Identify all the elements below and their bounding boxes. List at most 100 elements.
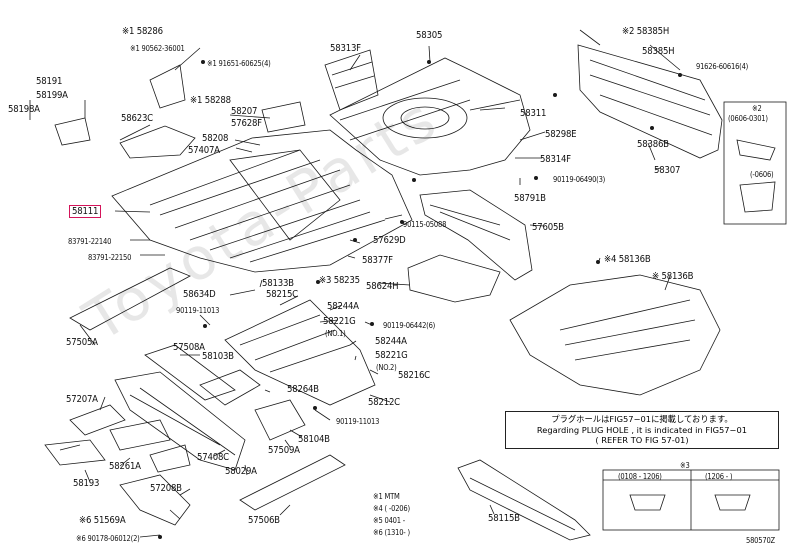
label-58104B[interactable]: 58104B bbox=[298, 434, 330, 445]
label-57408C[interactable]: 57408C bbox=[197, 452, 229, 463]
label-58199A[interactable]: 58199A bbox=[36, 90, 68, 101]
label-90115[interactable]: 90115-05088 bbox=[403, 220, 447, 229]
label-58208[interactable]: 58208 bbox=[202, 133, 229, 144]
figure-code: 580570Z bbox=[746, 536, 775, 545]
label-58386B[interactable]: 58386B bbox=[637, 139, 669, 150]
rail-57509A bbox=[254, 399, 306, 441]
label-58103B[interactable]: 58103B bbox=[202, 351, 234, 362]
floor-pan-outline bbox=[111, 129, 413, 273]
legend-mtm: ※1 MTM bbox=[373, 492, 400, 501]
label-91651[interactable]: ※1 91651-60625(4) bbox=[207, 59, 271, 68]
label-58212C[interactable]: 58212C bbox=[368, 397, 400, 408]
label-58624H[interactable]: 58624H bbox=[366, 281, 399, 292]
label-58261A[interactable]: 58261A bbox=[109, 461, 141, 472]
bracket-57208B bbox=[119, 474, 191, 526]
legend-6: ※6 (1310- ) bbox=[373, 528, 410, 537]
label-58191[interactable]: 58191 bbox=[36, 76, 63, 87]
spare-tire-well bbox=[382, 97, 468, 139]
label-58298E[interactable]: 58298E bbox=[545, 129, 577, 140]
label-57605B[interactable]: 57605B bbox=[532, 222, 564, 233]
label-58385H-a[interactable]: ※2 58385H bbox=[622, 26, 670, 37]
label-90562[interactable]: ※1 90562-36001 bbox=[130, 44, 185, 53]
label-58198A[interactable]: 58198A bbox=[8, 104, 40, 115]
label-90119-06490[interactable]: 90119-06490(3) bbox=[553, 175, 606, 184]
legend-4: ※4 ( -0206) bbox=[373, 504, 410, 513]
label-57207A[interactable]: 57207A bbox=[66, 394, 98, 405]
label-58791B[interactable]: 58791B bbox=[514, 193, 546, 204]
label-58305[interactable]: 58305 bbox=[416, 30, 443, 41]
label-83791-22150[interactable]: 83791-22150 bbox=[88, 253, 132, 262]
label-no2: (NO.2) bbox=[376, 363, 397, 372]
panel-58103B bbox=[199, 369, 261, 406]
label-58136B-b[interactable]: ※ 58136B bbox=[652, 271, 694, 282]
label-57505A[interactable]: 57505A bbox=[66, 337, 98, 348]
label-58623C[interactable]: 58623C bbox=[121, 113, 153, 124]
inset-right-range1: (0606-0301) bbox=[728, 114, 768, 123]
label-58115B[interactable]: 58115B bbox=[488, 513, 520, 524]
label-58029A[interactable]: 58029A bbox=[225, 466, 257, 477]
label-58313F[interactable]: 58313F bbox=[330, 43, 361, 54]
label-90119-06442[interactable]: 90119-06442(6) bbox=[383, 321, 436, 330]
label-51569A[interactable]: ※6 51569A bbox=[79, 515, 126, 526]
label-58221G-b[interactable]: 58221G bbox=[375, 350, 408, 361]
label-57628F[interactable]: 57628F bbox=[231, 118, 262, 129]
rail-57505A bbox=[69, 267, 191, 331]
label-57509A[interactable]: 57509A bbox=[268, 445, 300, 456]
label-58111-highlighted[interactable]: 58111 bbox=[69, 205, 102, 218]
inset-right-title: ※2 bbox=[752, 104, 762, 113]
legend-5: ※5 0401 - bbox=[373, 516, 406, 525]
rail-58115B bbox=[457, 459, 591, 541]
floor-pan-ribs bbox=[149, 149, 386, 263]
label-83791-22140[interactable]: 83791-22140 bbox=[68, 237, 112, 246]
label-91626[interactable]: 91626-60616(4) bbox=[696, 62, 749, 71]
label-58215C[interactable]: 58215C bbox=[266, 289, 298, 300]
crossmember-58624H bbox=[407, 254, 501, 303]
inset-right-range2: (-0606) bbox=[750, 170, 774, 179]
rear-panel bbox=[577, 44, 723, 159]
label-57506B[interactable]: 57506B bbox=[248, 515, 280, 526]
label-58314F[interactable]: 58314F bbox=[540, 154, 571, 165]
rail-frame-center bbox=[224, 299, 376, 406]
label-58311[interactable]: 58311 bbox=[520, 108, 547, 119]
label-58377F[interactable]: 58377F bbox=[362, 255, 393, 266]
floor-tunnel bbox=[229, 149, 341, 241]
label-58133B[interactable]: 58133B bbox=[262, 278, 294, 289]
inset-bottom-range2: (1206 - ) bbox=[705, 472, 733, 481]
rear-floor-outline bbox=[329, 57, 531, 176]
label-57407A[interactable]: 57407A bbox=[188, 145, 220, 156]
label-58221G-a[interactable]: 58221G bbox=[323, 316, 356, 327]
label-58634D[interactable]: 58634D bbox=[183, 289, 216, 300]
label-57629D[interactable]: 57629D bbox=[373, 235, 406, 246]
label-58264B[interactable]: 58264B bbox=[287, 384, 319, 395]
label-58235[interactable]: ※3 58235 bbox=[319, 275, 360, 286]
label-58207[interactable]: 58207 bbox=[231, 106, 258, 117]
rail-57506B bbox=[239, 454, 346, 511]
plug-hole-note: プラグホールはFIG57−01に掲載しております。 Regarding PLUG… bbox=[505, 411, 779, 449]
panel-58313F bbox=[324, 49, 379, 111]
panel-58264 bbox=[149, 444, 191, 473]
label-57508A[interactable]: 57508A bbox=[173, 342, 205, 353]
label-58244A-a[interactable]: 58244A bbox=[327, 301, 359, 312]
undercover-58136B bbox=[509, 274, 721, 396]
label-58136B-a[interactable]: ※4 58136B bbox=[604, 254, 651, 265]
bracket-58199A bbox=[54, 117, 91, 146]
label-57208B[interactable]: 57208B bbox=[150, 483, 182, 494]
note-line-en: Regarding PLUG HOLE , it is indicated in… bbox=[536, 424, 748, 435]
label-90178[interactable]: ※6 90178-06012(2) bbox=[76, 534, 140, 543]
label-58193[interactable]: 58193 bbox=[73, 478, 100, 489]
label-58216C[interactable]: 58216C bbox=[398, 370, 430, 381]
label-90119-11013-a[interactable]: 90119-11013 bbox=[176, 306, 220, 315]
bracket-58286 bbox=[149, 64, 186, 109]
label-58286[interactable]: ※1 58286 bbox=[122, 26, 163, 37]
bracket-57207A bbox=[69, 404, 126, 436]
label-58288[interactable]: ※1 58288 bbox=[190, 95, 231, 106]
label-90119-11013-b[interactable]: 90119-11013 bbox=[336, 417, 380, 426]
panel-58261A bbox=[109, 419, 171, 451]
label-58307[interactable]: 58307 bbox=[654, 165, 681, 176]
label-58244A-b[interactable]: 58244A bbox=[375, 336, 407, 347]
note-line-jp: プラグホールはFIG57−01に掲載しております。 bbox=[551, 414, 733, 424]
label-no1: (NO.1) bbox=[325, 329, 346, 338]
label-58385H-b[interactable]: 58385H bbox=[642, 46, 675, 57]
side-rail-57605 bbox=[419, 189, 533, 281]
